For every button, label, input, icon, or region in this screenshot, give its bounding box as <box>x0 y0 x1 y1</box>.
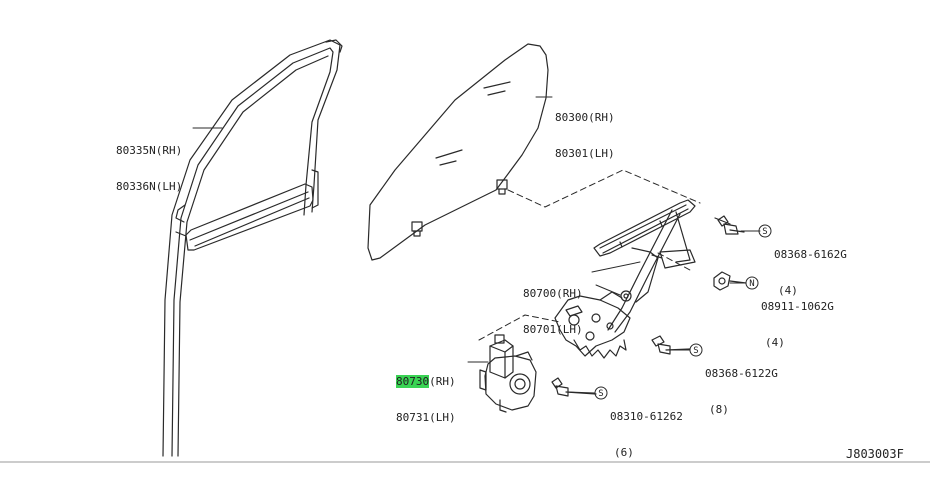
door-glass-part-label[interactable]: 80300(RH) 80301(LH) <box>555 88 615 184</box>
parts-diagram: S N S S 80335N(RH) 80336N(LH) 80300(RH) … <box>0 39 930 463</box>
leader-lines <box>192 96 761 394</box>
window-regulator-lh: 80701(LH) <box>523 323 583 336</box>
fastener-label-1[interactable]: 08368-6162G (4) <box>774 225 847 321</box>
fastener-code-1: 08368-6162G <box>774 248 847 261</box>
fastener-symbol-letters: S N S S <box>598 227 767 399</box>
door-glass-drawing <box>367 43 549 261</box>
fastener-code-2: 08911-1062G <box>761 300 834 313</box>
regulator-motor-rh-row: 80730(RH) <box>396 375 456 388</box>
door-sash-drawing <box>162 39 343 457</box>
alignment-lines <box>478 169 701 341</box>
fastener-code-4: 08310-61262 <box>610 410 683 423</box>
fastener-qty-4: (6) <box>614 446 634 459</box>
regulator-motor-part-label[interactable]: 80730(RH) 80731(LH) <box>396 352 456 448</box>
fastener-symbol-1: S <box>762 227 767 237</box>
door-glass-lh: 80301(LH) <box>555 147 615 160</box>
fastener-qty-3: (8) <box>709 403 729 416</box>
door-sash-part-label[interactable]: 80335N(RH) 80336N(LH) <box>116 121 182 217</box>
highlighted-part-number: 80730 <box>396 375 430 388</box>
regulator-motor-rh-side: (RH) <box>429 375 456 388</box>
window-regulator-rh: 80700(RH) <box>523 287 583 300</box>
exploded-view-drawing: S N S S <box>0 39 930 463</box>
fastener-code-3: 08368-6122G <box>705 367 778 380</box>
fastener-nut-1 <box>713 271 747 291</box>
fastener-bolt-3 <box>551 377 597 397</box>
door-glass-rh: 80300(RH) <box>555 111 615 124</box>
regulator-motor-drawing <box>479 334 537 413</box>
fastener-symbols <box>594 224 772 400</box>
fastener-symbol-2: N <box>749 279 754 289</box>
door-sash-rh: 80335N(RH) <box>116 144 183 157</box>
fastener-label-4[interactable]: 08310-61262 (6) <box>610 387 683 483</box>
fastener-label-3[interactable]: 08368-6122G (8) <box>705 344 778 440</box>
fastener-symbol-4: S <box>598 389 603 399</box>
diagram-reference-code: J803003F <box>846 447 904 461</box>
fastener-bolt-2 <box>651 335 691 355</box>
window-regulator-drawing <box>554 199 696 359</box>
fastener-label-2[interactable]: 08911-1062G (4) <box>761 277 834 373</box>
fastener-bolt-1 <box>714 215 745 235</box>
fastener-symbol-3: S <box>693 346 698 356</box>
door-sash-lh: 80336N(LH) <box>116 180 183 193</box>
regulator-motor-lh: 80731(LH) <box>396 411 456 424</box>
fastener-qty-2: (4) <box>765 336 785 349</box>
fastener-qty-1: (4) <box>778 284 798 297</box>
window-regulator-part-label[interactable]: 80700(RH) 80701(LH) <box>523 264 583 360</box>
